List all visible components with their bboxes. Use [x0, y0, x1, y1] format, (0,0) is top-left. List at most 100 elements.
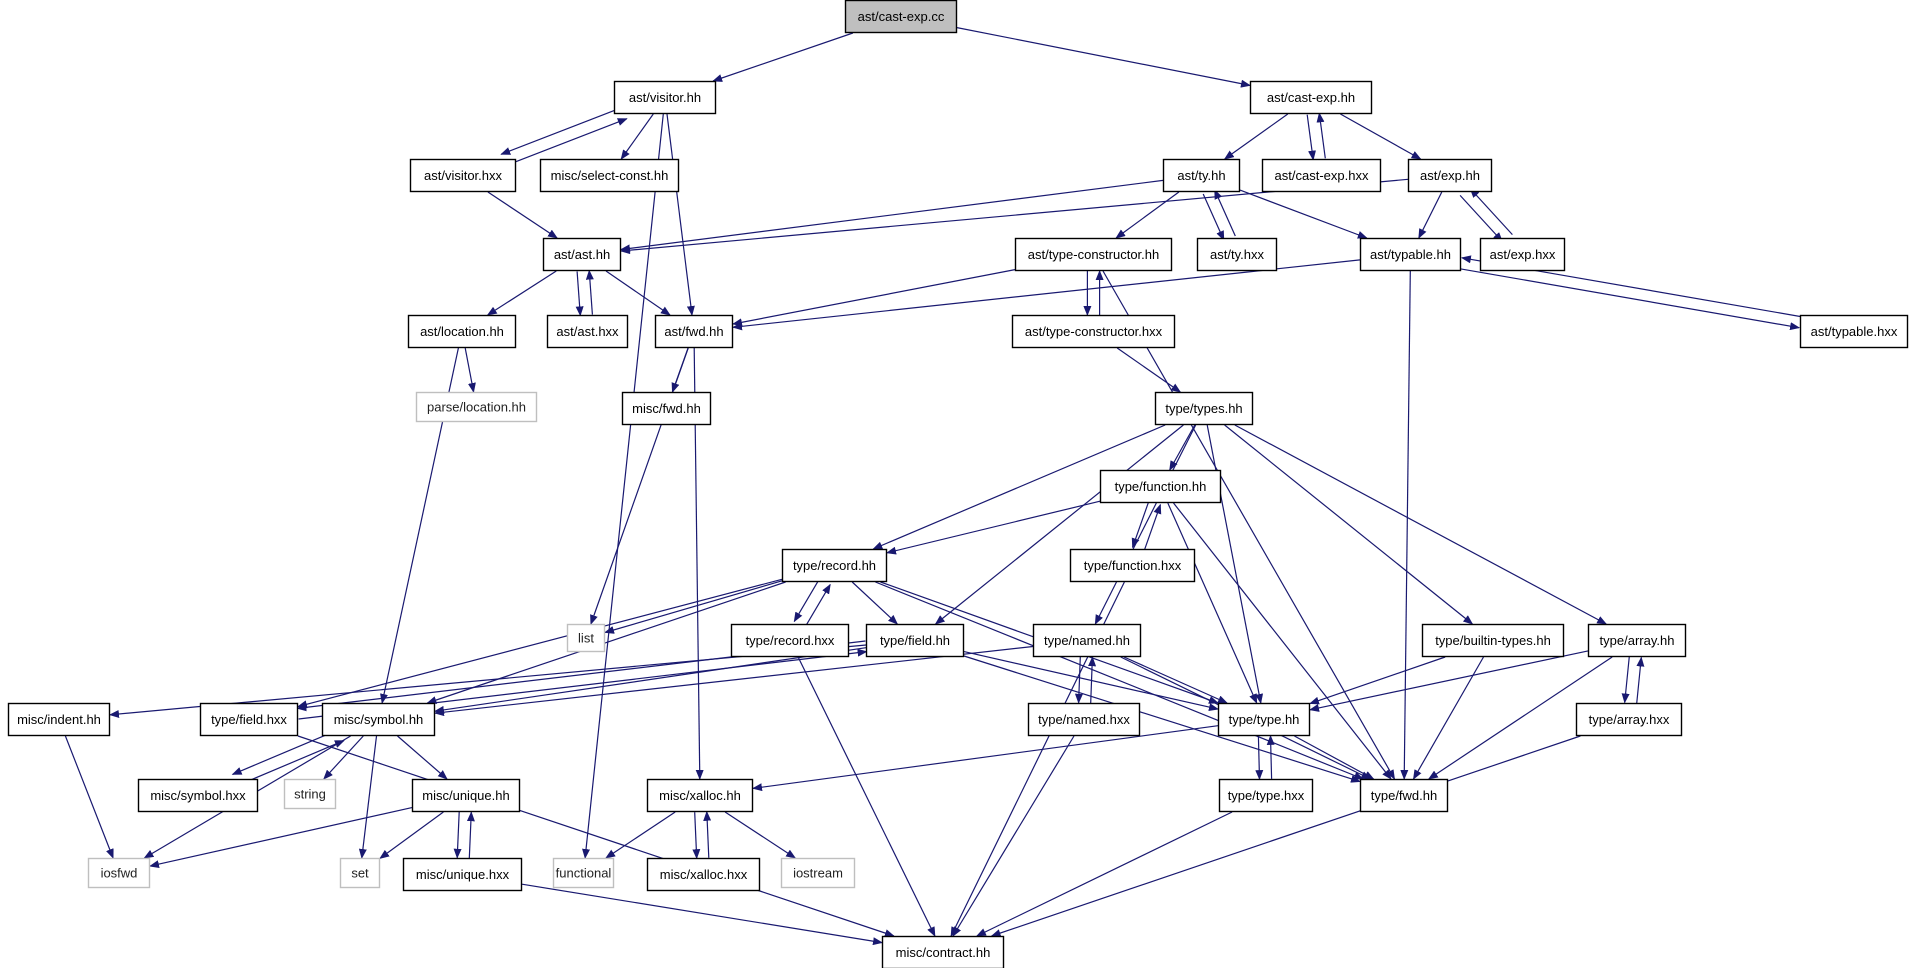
node-field-hxx[interactable]: type/field.hxx	[199, 702, 299, 737]
node-typable-hh[interactable]: ast/typable.hh	[1359, 237, 1462, 272]
node-typable-hxx[interactable]: ast/typable.hxx	[1799, 314, 1909, 349]
node-box	[646, 857, 761, 892]
node-location-hh[interactable]: ast/location.hh	[407, 314, 517, 349]
node-function-hxx[interactable]: type/function.hxx	[1069, 548, 1196, 583]
node-symbol-hh[interactable]: misc/symbol.hh	[321, 702, 436, 737]
node-visitor-hh[interactable]: ast/visitor.hh	[613, 80, 717, 115]
node-type-hxx[interactable]: type/type.hxx	[1218, 778, 1314, 813]
node-box	[339, 857, 381, 889]
node-box	[1014, 237, 1173, 272]
node-symbol-hxx[interactable]: misc/symbol.hxx	[137, 778, 259, 813]
node-ast-hh[interactable]: ast/ast.hh	[542, 237, 622, 272]
edge-builtin_types_hh-to-type_fwd_hh	[1412, 656, 1485, 780]
node-ast-fwd-hh[interactable]: ast/fwd.hh	[654, 314, 734, 349]
edge-named_hxx-to-named_hh	[1088, 656, 1097, 704]
node-field-hh[interactable]: type/field.hh	[865, 623, 965, 658]
node-types-hh[interactable]: type/types.hh	[1154, 391, 1254, 426]
edge-cast_exp_hh-to-ty_hh	[1223, 113, 1289, 160]
edge-unique_hxx-to-unique_hh	[466, 811, 475, 859]
node-type-constructor-hxx[interactable]: ast/type-constructor.hxx	[1011, 314, 1176, 349]
node-label: type/named.hxx	[1038, 712, 1130, 727]
node-misc-fwd-hh[interactable]: misc/fwd.hh	[621, 391, 712, 426]
node-visitor-hxx[interactable]: ast/visitor.hxx	[409, 158, 517, 193]
node-ast-hxx[interactable]: ast/ast.hxx	[546, 314, 629, 349]
edge-visitor_hh-to-functional	[582, 113, 664, 859]
edge-field_hxx-to-contract_hh	[297, 735, 895, 937]
edge-named_hxx-to-contract_hh	[952, 735, 1075, 937]
edge-symbol_hh-to-unique_hh	[397, 735, 448, 780]
edge-unique_hh-to-iosfwd	[149, 807, 413, 869]
node-functional: functional	[552, 857, 615, 889]
node-record-hh[interactable]: type/record.hh	[781, 548, 888, 583]
node-cast-exp-hxx[interactable]: ast/cast-exp.hxx	[1261, 158, 1382, 193]
node-record-hxx[interactable]: type/record.hxx	[730, 623, 850, 658]
node-named-hh[interactable]: type/named.hh	[1032, 623, 1142, 658]
node-xalloc-hxx[interactable]: misc/xalloc.hxx	[646, 857, 761, 892]
node-label: iosfwd	[101, 866, 138, 881]
node-unique-hh[interactable]: misc/unique.hh	[411, 778, 521, 813]
node-builtin-types-hh[interactable]: type/builtin-types.hh	[1421, 623, 1565, 658]
node-box	[1027, 702, 1141, 737]
edge-function_hh-to-record_hh	[886, 500, 1101, 555]
edge-ast_hh-to-location_hh	[486, 270, 557, 316]
node-box	[7, 702, 111, 737]
edge-function_hh-to-function_hxx	[1131, 501, 1150, 549]
edge-unique_hh-to-unique_hxx	[453, 811, 462, 859]
node-select-const-hh[interactable]: misc/select-const.hh	[539, 158, 680, 193]
node-box	[654, 314, 734, 349]
node-box	[321, 702, 436, 737]
node-label: misc/unique.hxx	[416, 867, 510, 882]
node-label: type/type.hxx	[1228, 788, 1305, 803]
edge-array_hxx-to-contract_hh	[990, 735, 1581, 937]
node-array-hxx[interactable]: type/array.hxx	[1575, 702, 1683, 737]
node-box	[87, 857, 151, 889]
edge-symbol_hh-to-string	[323, 735, 364, 780]
edge-symbol_hh-to-set	[358, 735, 378, 859]
edge-record_hh-to-field_hh	[851, 581, 899, 625]
node-box	[646, 778, 754, 813]
node-label: misc/symbol.hxx	[150, 788, 246, 803]
node-label: misc/xalloc.hh	[659, 788, 741, 803]
edge-types_hh-to-builtin_types_hh	[1224, 424, 1474, 625]
edge-ty_hh-to-ty_hxx	[1202, 193, 1225, 241]
edge-cast_exp_hxx-to-cast_exp_hh	[1316, 112, 1326, 159]
node-label: type/field.hh	[880, 633, 950, 648]
node-exp-hh[interactable]: ast/exp.hh	[1407, 158, 1493, 193]
edge-type_hh-to-type_hxx	[1255, 736, 1264, 781]
edge-exp_hh-to-typable_hh	[1418, 191, 1443, 239]
node-box	[1359, 778, 1449, 813]
node-exp-hxx[interactable]: ast/exp.hxx	[1479, 237, 1566, 272]
node-ty-hxx[interactable]: ast/ty.hxx	[1196, 237, 1278, 272]
node-label: list	[578, 631, 594, 646]
node-box	[865, 623, 965, 658]
node-indent-hh[interactable]: misc/indent.hh	[7, 702, 111, 737]
node-function-hh[interactable]: type/function.hh	[1099, 469, 1222, 504]
node-box	[781, 548, 888, 583]
node-label: misc/indent.hh	[17, 712, 101, 727]
node-label: iostream	[793, 866, 843, 881]
edge-exp_hh-to-exp_hxx	[1459, 194, 1503, 243]
node-unique-hxx[interactable]: misc/unique.hxx	[402, 857, 523, 892]
edge-ast_hh-to-ast_fwd_hh	[605, 270, 671, 316]
node-cast-exp-cc[interactable]: ast/cast-exp.cc	[844, 0, 958, 34]
node-set: set	[339, 857, 381, 889]
node-box	[1587, 623, 1687, 658]
node-box	[1575, 702, 1683, 737]
node-box	[1032, 623, 1142, 658]
node-type-constructor-hh[interactable]: ast/type-constructor.hh	[1014, 237, 1173, 272]
node-array-hh[interactable]: type/array.hh	[1587, 623, 1687, 658]
node-cast-exp-hh[interactable]: ast/cast-exp.hh	[1249, 80, 1373, 115]
node-box	[1217, 702, 1311, 737]
node-label: ast/fwd.hh	[664, 324, 723, 339]
node-ty-hh[interactable]: ast/ty.hh	[1162, 158, 1241, 193]
edge-ty_hh-to-type_constructor_hh	[1115, 191, 1180, 239]
edge-location_hh-to-parse_location_hh	[464, 347, 476, 393]
node-type-fwd-hh[interactable]: type/fwd.hh	[1359, 778, 1449, 813]
edge-visitor_hh-to-select_const_hh	[620, 113, 654, 160]
node-xalloc-hh[interactable]: misc/xalloc.hh	[646, 778, 754, 813]
node-label: type/record.hh	[793, 558, 876, 573]
node-named-hxx[interactable]: type/named.hxx	[1027, 702, 1141, 737]
node-type-hh[interactable]: type/type.hh	[1217, 702, 1311, 737]
node-contract-hh[interactable]: misc/contract.hh	[881, 935, 1005, 968]
node-box	[1196, 237, 1278, 272]
